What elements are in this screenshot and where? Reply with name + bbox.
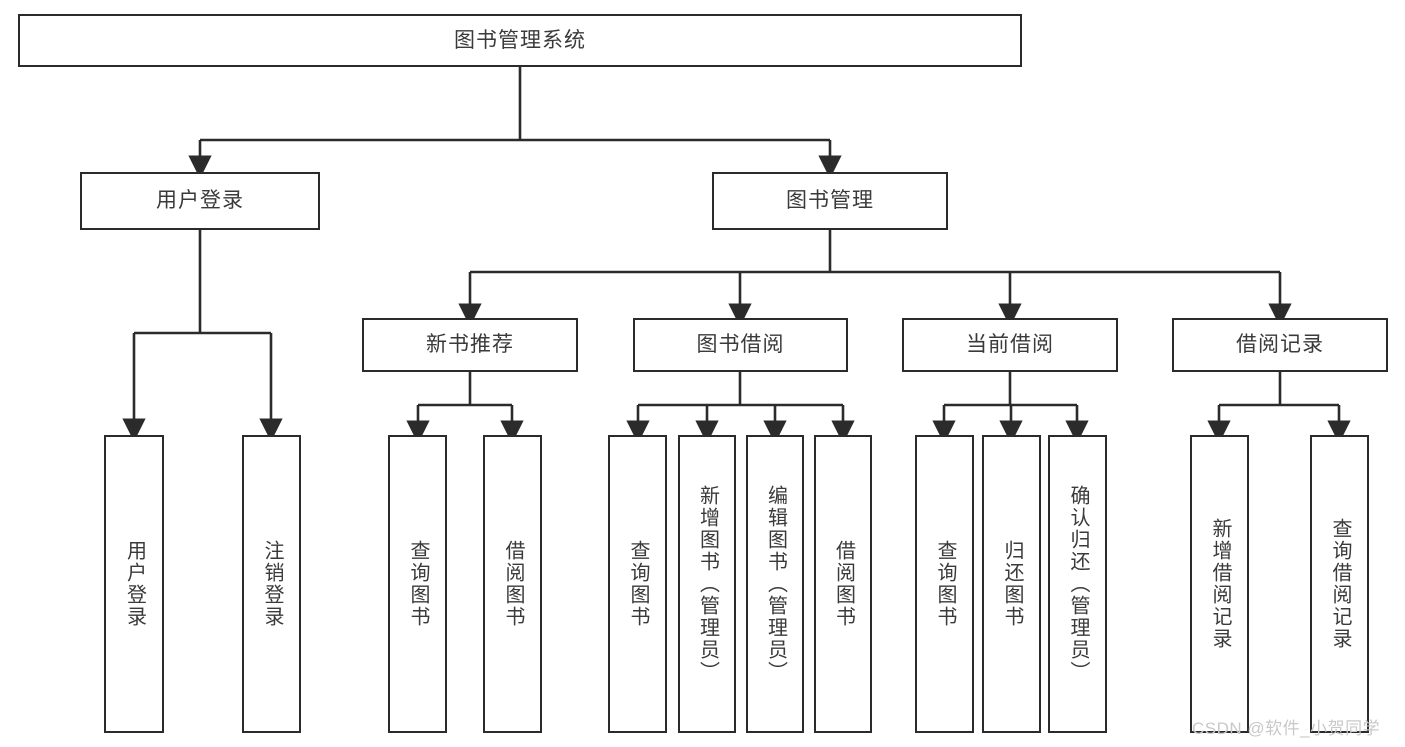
- node-leaf-label: 新增图书（管理员）: [696, 485, 719, 683]
- node-new-book-rec-label: 新书推荐: [426, 333, 514, 357]
- node-current-borrow[interactable]: 当前借阅: [902, 318, 1118, 372]
- node-leaf-query-book-rec[interactable]: 查询图书: [388, 435, 447, 733]
- node-root-system[interactable]: 图书管理系统: [18, 14, 1022, 67]
- node-leaf-edit-book[interactable]: 编辑图书（管理员）: [746, 435, 804, 733]
- node-leaf-label: 查询图书: [934, 540, 956, 628]
- node-leaf-add-book[interactable]: 新增图书（管理员）: [678, 435, 736, 733]
- node-leaf-return-book[interactable]: 归还图书: [982, 435, 1041, 733]
- node-leaf-borrow-book[interactable]: 借阅图书: [814, 435, 872, 733]
- node-current-borrow-label: 当前借阅: [966, 333, 1054, 357]
- node-leaf-label: 查询图书: [407, 540, 429, 628]
- node-leaf-label: 归还图书: [1001, 540, 1023, 628]
- node-leaf-label: 查询借阅记录: [1329, 518, 1351, 650]
- node-borrow-record[interactable]: 借阅记录: [1172, 318, 1388, 372]
- csdn-watermark: CSDN @软件_小贺同学: [1192, 719, 1381, 738]
- node-leaf-label: 查询图书: [627, 540, 649, 628]
- node-leaf-label: 新增借阅记录: [1209, 518, 1231, 650]
- node-leaf-user-logout[interactable]: 注销登录: [242, 435, 301, 733]
- node-leaf-label: 确认归还（管理员）: [1067, 485, 1089, 683]
- node-book-manage-label: 图书管理: [786, 189, 874, 213]
- node-borrow-record-label: 借阅记录: [1236, 333, 1324, 357]
- node-leaf-label: 用户登录: [123, 540, 146, 628]
- node-leaf-label: 借阅图书: [502, 540, 524, 628]
- node-leaf-label: 借阅图书: [832, 540, 855, 628]
- node-book-borrow[interactable]: 图书借阅: [633, 318, 848, 372]
- node-leaf-query-record[interactable]: 查询借阅记录: [1310, 435, 1369, 733]
- node-user-login-label: 用户登录: [156, 189, 244, 213]
- node-root-label: 图书管理系统: [454, 28, 586, 52]
- node-leaf-query-book-current[interactable]: 查询图书: [915, 435, 974, 733]
- node-book-borrow-label: 图书借阅: [696, 333, 785, 357]
- node-leaf-label: 注销登录: [261, 540, 283, 628]
- node-leaf-query-book-borrow[interactable]: 查询图书: [608, 435, 667, 733]
- node-new-book-rec[interactable]: 新书推荐: [362, 318, 578, 372]
- node-user-login[interactable]: 用户登录: [80, 172, 320, 230]
- node-book-manage[interactable]: 图书管理: [712, 172, 948, 230]
- node-leaf-confirm-return[interactable]: 确认归还（管理员）: [1048, 435, 1107, 733]
- node-leaf-add-record[interactable]: 新增借阅记录: [1190, 435, 1249, 733]
- node-leaf-label: 编辑图书（管理员）: [764, 485, 787, 683]
- node-leaf-borrow-book-rec[interactable]: 借阅图书: [483, 435, 542, 733]
- node-leaf-user-login[interactable]: 用户登录: [104, 435, 164, 733]
